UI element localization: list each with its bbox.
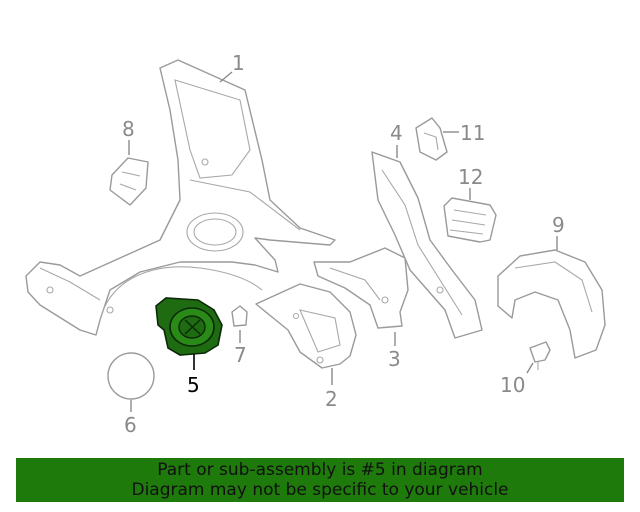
callout-5: 5 — [187, 373, 200, 397]
callout-10: 10 — [500, 373, 525, 397]
callout-6: 6 — [124, 413, 137, 437]
part-9-liner — [497, 249, 606, 359]
callout-3: 3 — [388, 347, 401, 371]
banner-line-2: Diagram may not be specific to your vehi… — [131, 480, 509, 500]
callout-1: 1 — [232, 51, 245, 75]
leader-lines — [128, 71, 558, 412]
callout-9: 9 — [552, 213, 565, 237]
part-1-quarter-panel — [25, 59, 336, 336]
callout-4: 4 — [390, 121, 403, 145]
part-10-clip — [529, 341, 551, 370]
callout-12: 12 — [458, 165, 483, 189]
callout-2: 2 — [325, 387, 338, 411]
part-8-bracket — [109, 157, 149, 206]
info-banner: Part or sub-assembly is #5 in diagram Di… — [16, 458, 624, 502]
banner-line-1: Part or sub-assembly is #5 in diagram — [157, 460, 483, 480]
part-7-grommet — [231, 305, 248, 327]
part-6-fuel-door — [107, 352, 155, 400]
callout-7: 7 — [234, 343, 247, 367]
part-11-plate — [415, 117, 448, 161]
part-2-wheelhouse-panel — [255, 283, 357, 369]
callout-11: 11 — [460, 121, 485, 145]
part-4-pillar — [371, 151, 483, 339]
part-3-inner-extension — [313, 247, 409, 329]
part-12-vent — [443, 197, 497, 243]
part-5-fuel-filler-housing — [155, 297, 223, 356]
parts-diagram: 1 8 4 11 12 9 7 3 10 2 6 5 — [25, 51, 606, 437]
callout-8: 8 — [122, 117, 135, 141]
